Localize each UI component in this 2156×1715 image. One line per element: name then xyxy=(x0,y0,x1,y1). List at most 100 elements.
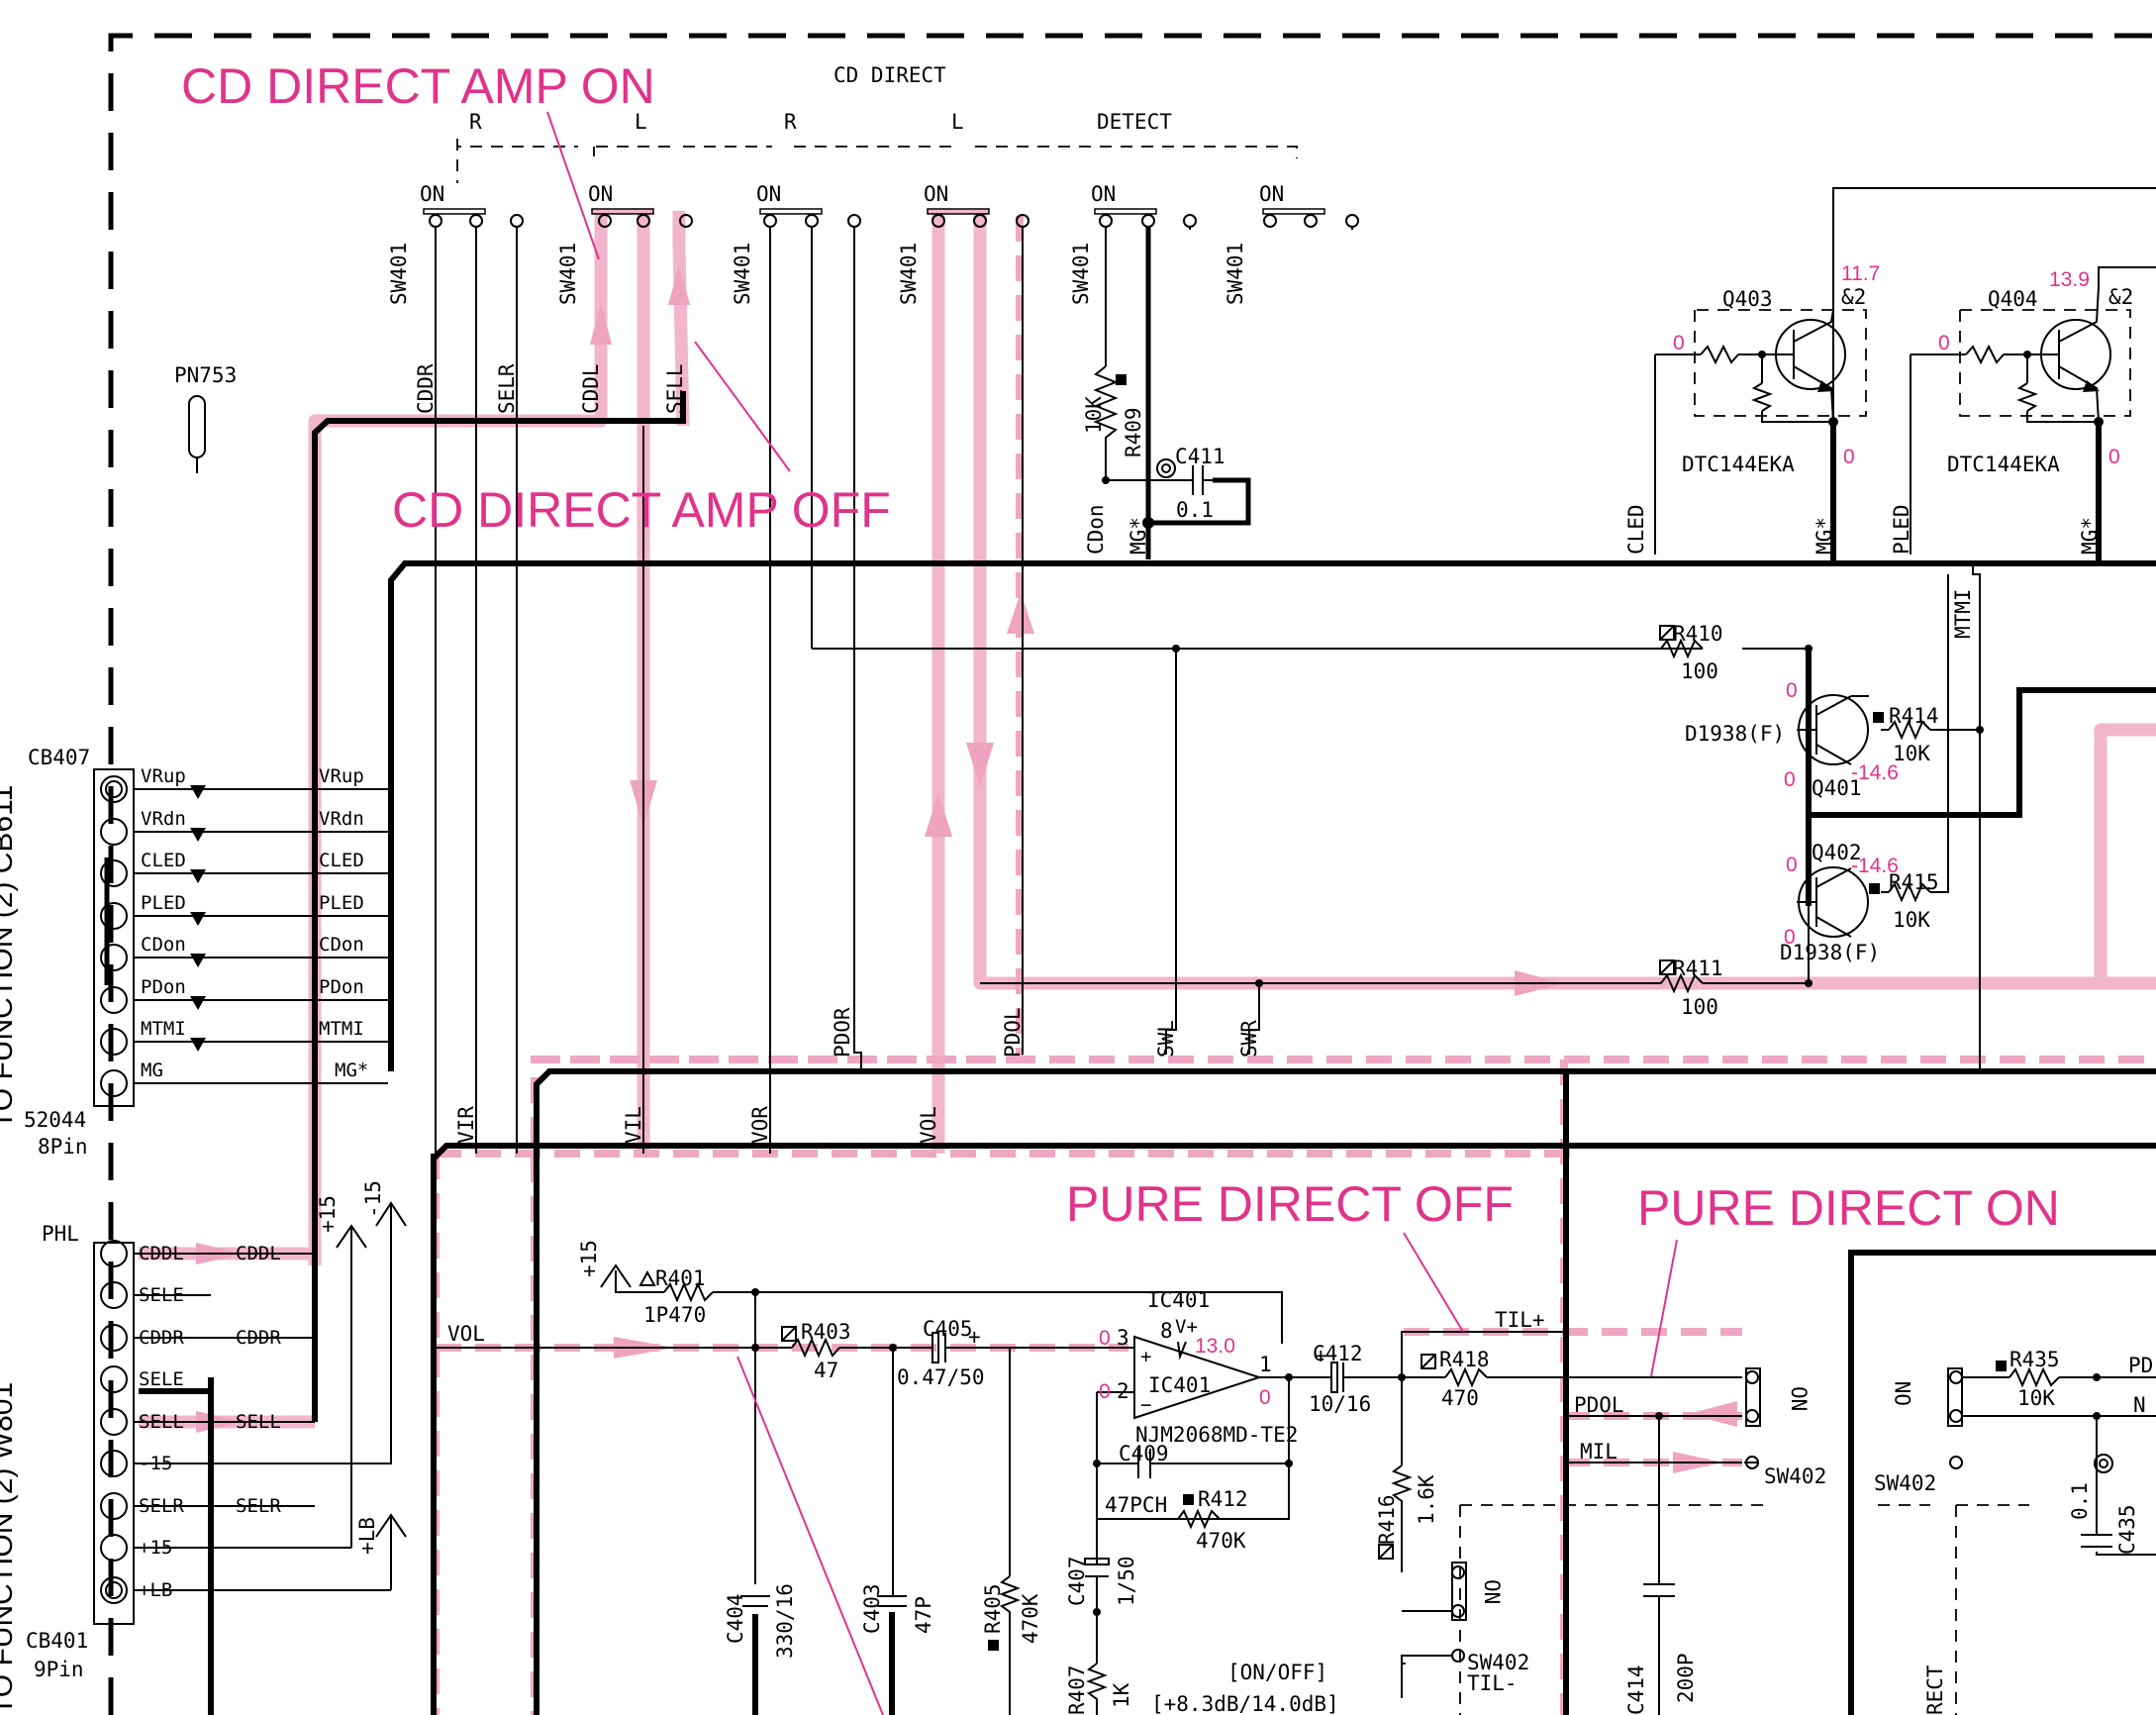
q402-vb: 0 xyxy=(1786,854,1798,876)
sw401-section-3: ON SW401 xyxy=(731,182,861,1154)
q404-ve: 0 xyxy=(2108,446,2120,468)
r415-value: 10K xyxy=(1893,908,1930,932)
wire-label-cdon: CDon xyxy=(1084,504,1108,555)
q402-ve: 0 xyxy=(1784,926,1796,949)
right-pd-label: PD xyxy=(2128,1354,2153,1377)
q401-vb: 0 xyxy=(1786,679,1798,702)
cb407-net-7: MTMI xyxy=(319,1018,364,1040)
q403-vb: 0 xyxy=(1673,332,1685,354)
ic401-label: IC401 xyxy=(1147,1288,1210,1312)
annotation-pure-direct-on: PURE DIRECT ON xyxy=(1637,1180,2060,1236)
annotations: CD DIRECT AMP ON CD DIRECT AMP OFF PURE … xyxy=(181,58,2060,1715)
cb407-pins-count: 8Pin xyxy=(38,1135,88,1159)
sw402-ref-3: SW402 xyxy=(1874,1471,1936,1495)
r414-ref: R414 xyxy=(1889,704,1939,728)
til-plus: TIL+ xyxy=(1495,1308,1545,1332)
r415-ref: R415 xyxy=(1889,870,1939,894)
r403-value: 47 xyxy=(814,1359,838,1382)
q402-vc: -14.6 xyxy=(1851,855,1899,877)
c409-ref: C409 xyxy=(1119,1442,1169,1465)
c435-value: 0.1 xyxy=(2068,1482,2092,1520)
svg-text:V+: V+ xyxy=(1175,1316,1198,1338)
pn753: PN753 xyxy=(174,363,237,473)
q404-ref: Q404 xyxy=(1988,287,2038,311)
r407-value: 1K xyxy=(1110,1682,1133,1708)
sw401-section-2: ON SW401 xyxy=(556,182,693,305)
ic401-v-pin8: 13.0 xyxy=(1195,1335,1235,1358)
cb407-pin-3: CLED xyxy=(141,850,186,871)
cb407-pin-4: PLED xyxy=(141,892,186,914)
phl-net-cddr: CDDR xyxy=(236,1327,281,1349)
c411-ref: C411 xyxy=(1175,445,1225,468)
svg-text:ON: ON xyxy=(756,182,781,206)
cb407-net-2: VRdn xyxy=(319,808,364,830)
c412-value: 10/16 xyxy=(1309,1392,1371,1416)
q404-vc2: &2 xyxy=(2108,285,2133,309)
group-r-2: R xyxy=(784,110,797,134)
supply-m15-1: -15 xyxy=(361,1180,385,1218)
net-labels: CLED MG* PLED MG* MTMI VIR VIL VOR VOL P… xyxy=(454,504,2102,1144)
annotation-cd-direct-amp-on: CD DIRECT AMP ON xyxy=(181,58,655,114)
c403-ref: C403 xyxy=(860,1583,884,1634)
svg-text:3: 3 xyxy=(1117,1326,1129,1350)
r409-value: 10K xyxy=(1082,396,1106,434)
c407-ref: C407 xyxy=(1065,1556,1089,1606)
supply-plb: +LB xyxy=(355,1517,379,1555)
supply-p15-1: +15 xyxy=(316,1195,340,1233)
net-swl: SWL xyxy=(1154,1020,1178,1058)
annotation-pure-direct-off: PURE DIRECT OFF xyxy=(1066,1176,1514,1232)
net-mtmi: MTMI xyxy=(1951,588,1975,639)
net-vor: VOR xyxy=(748,1106,772,1144)
phl-net-sell: SELL xyxy=(236,1411,281,1433)
sw401-label-2: SW401 xyxy=(556,243,580,305)
sw401-section-1: ON SW401 xyxy=(387,182,524,1154)
annotation-cd-direct-amp-off: CD DIRECT AMP OFF xyxy=(392,482,891,538)
q402-part: D1938(F) xyxy=(1780,941,1880,964)
r410-value: 100 xyxy=(1681,659,1718,683)
net-swr: SWR xyxy=(1237,1020,1261,1058)
cb407-part: 52044 xyxy=(24,1108,86,1132)
cb407-net-1: VRup xyxy=(319,765,364,787)
q403-part: DTC144EKA xyxy=(1682,453,1795,476)
sw401-label-1: SW401 xyxy=(387,243,411,305)
group-detect: DETECT xyxy=(1097,110,1172,134)
sw401-section-6: ON SW401 xyxy=(1224,182,1359,305)
phl-ref: PHL xyxy=(42,1222,79,1246)
r411-value: 100 xyxy=(1681,995,1718,1019)
r410: R410 100 xyxy=(1172,622,1813,683)
signal-wires xyxy=(435,227,1981,1154)
vol-input-label: VOL xyxy=(447,1322,485,1346)
q403-vc: 11.7 xyxy=(1841,262,1880,285)
net-pdor: PDOR xyxy=(831,1007,854,1058)
wire-label-cddr: CDDR xyxy=(414,363,438,414)
r418-ref: R418 xyxy=(1439,1348,1490,1371)
cb407-pin-6: PDon xyxy=(141,976,186,998)
r401-value: 1P470 xyxy=(643,1303,706,1327)
svg-text:+: + xyxy=(1140,1346,1151,1367)
net-mg-2: MG* xyxy=(2078,517,2102,555)
net-vir: VIR xyxy=(454,1106,478,1144)
wire-label-selr: SELR xyxy=(495,363,519,414)
r405-value: 470K xyxy=(1019,1593,1042,1644)
ic401-label-inner: IC401 xyxy=(1148,1373,1211,1397)
c404-value: 330/16 xyxy=(773,1583,797,1659)
wire-label-cddl: CDDL xyxy=(579,363,603,414)
svg-text:ON: ON xyxy=(420,182,444,206)
svg-text:2: 2 xyxy=(1117,1379,1129,1403)
svg-text:+: + xyxy=(1315,1344,1327,1367)
q403-ref: Q403 xyxy=(1722,287,1773,311)
r411: R411 100 xyxy=(1255,957,1813,1019)
svg-text:1: 1 xyxy=(1259,1353,1272,1376)
r418-value: 470 xyxy=(1441,1386,1479,1410)
sw402-ref-1: SW402 xyxy=(1764,1464,1826,1488)
r414-value: 10K xyxy=(1893,742,1930,765)
sw402-on-3: ON xyxy=(1892,1381,1915,1406)
svg-text:ON: ON xyxy=(924,182,948,206)
c405-value: 0.47/50 xyxy=(897,1365,985,1389)
ic401-v-pin2: 0 xyxy=(1099,1380,1111,1403)
q401-ve: 0 xyxy=(1784,768,1796,791)
net-vol: VOL xyxy=(917,1106,940,1144)
sw402-on-1: ON xyxy=(1787,1386,1811,1411)
c414-ref: C414 xyxy=(1624,1665,1648,1715)
r407-ref: R407 xyxy=(1065,1665,1089,1715)
